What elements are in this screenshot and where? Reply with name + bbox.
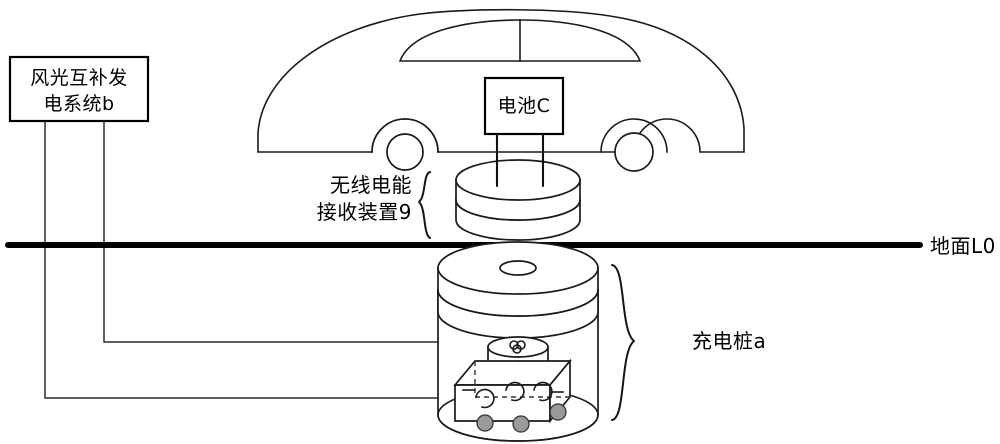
ground-label: 地面L0 [930,234,996,258]
battery-box [483,76,565,136]
wireless-receiver-device [455,158,581,241]
charging-pile-label: 充电桩a [692,329,766,353]
component-arc-1 [475,388,495,409]
power-system-label-line2: 电系统b [43,93,114,115]
coil-marker-icon [509,340,526,354]
receiver-label-line2: 接收装置9 [317,200,412,224]
receiver-top-disc [455,159,581,201]
front-wheel [386,133,424,171]
rear-wheel-arch [600,118,668,153]
control-unit-box [453,358,572,433]
charging-pile [437,241,599,442]
terminal-node-1 [476,414,494,432]
receiver-label-line1: 无线电能 [330,173,412,197]
power-system-box [8,55,150,123]
rear-wheel [614,132,654,172]
ground-line-group: 地面L0 [5,234,996,258]
receiver-brace [418,171,431,239]
terminal-node-2 [512,415,530,433]
power-system-block: 风光互补发 电系统b [8,55,150,123]
battery-label: 电池C [498,95,551,117]
wire-upper [103,121,444,343]
power-system-label-line1: 风光互补发 [30,67,128,89]
wire-lower [44,121,444,399]
charging-pile-brace [611,264,635,421]
component-arc-2 [505,381,525,402]
control-box-hidden-edges [474,361,570,398]
terminal-node-3 [549,403,567,421]
front-wheel-arch [371,118,439,153]
wiring-group [44,121,444,399]
component-arc-3 [533,381,553,402]
charging-pile-callout: 充电桩a [611,264,766,421]
transmitter-coil-center-hole [499,260,537,276]
receiver-callout: 无线电能 接收装置9 [317,171,431,239]
